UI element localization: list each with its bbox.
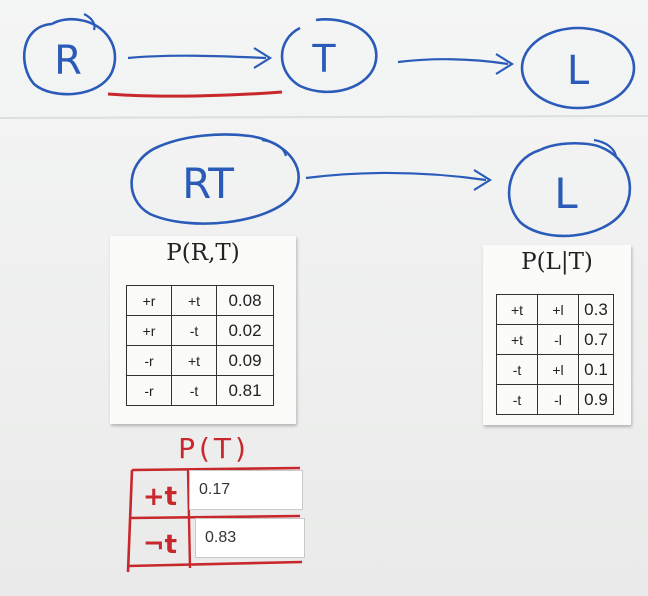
node-rt: RT bbox=[130, 133, 300, 225]
node-l-merged: L bbox=[507, 138, 632, 238]
table-row: +r +t 0.08 bbox=[126, 285, 274, 316]
table-t-drawing: P(T) +t ¬t bbox=[126, 432, 303, 573]
table-row: -t +l 0.1 bbox=[496, 354, 614, 385]
red-underline bbox=[107, 90, 283, 98]
table-cell: +t bbox=[171, 285, 217, 316]
node-t-label: T bbox=[311, 37, 336, 81]
table-cell: 0.9 bbox=[578, 384, 614, 415]
p-not-t-input[interactable] bbox=[195, 518, 305, 558]
node-rt-label: RT bbox=[182, 159, 234, 208]
table-row: -r -t 0.81 bbox=[126, 375, 274, 406]
table-row: +r -t 0.02 bbox=[126, 315, 274, 346]
table-row: +t +l 0.3 bbox=[496, 294, 614, 325]
table-cell: 0.7 bbox=[578, 324, 614, 355]
table-lt-title: P(L|T) bbox=[521, 249, 593, 275]
edge-r-t bbox=[127, 47, 273, 69]
table-cell: 0.09 bbox=[216, 345, 274, 376]
table-cell: +t bbox=[496, 324, 538, 355]
table-cell: +t bbox=[171, 345, 217, 376]
table-cell: -t bbox=[171, 375, 217, 406]
table-cell: -l bbox=[537, 324, 579, 355]
table-cell: 0.3 bbox=[578, 294, 614, 325]
p-plus-t-input[interactable] bbox=[189, 470, 303, 510]
table-row: -r +t 0.09 bbox=[126, 345, 274, 376]
table-cell: +r bbox=[126, 285, 172, 316]
table-rt-card: P(R,T) +r +t 0.08 +r -t 0.02 -r +t 0.09 … bbox=[110, 236, 296, 424]
edge-rt-l bbox=[305, 169, 493, 191]
node-l-label: L bbox=[567, 48, 590, 94]
table-cell: +l bbox=[537, 294, 579, 325]
table-cell: -t bbox=[496, 384, 538, 415]
node-l-merged-label: L bbox=[554, 169, 578, 218]
table-lt-card: P(L|T) +t +l 0.3 +t -l 0.7 -t +l 0.1 -t … bbox=[483, 245, 631, 425]
row-not-t-label: ¬t bbox=[143, 530, 177, 560]
table-cell: -r bbox=[126, 375, 172, 406]
table-cell: 0.02 bbox=[216, 315, 274, 346]
node-r: R bbox=[22, 13, 117, 96]
node-l: L bbox=[520, 26, 636, 110]
table-cell: -l bbox=[537, 384, 579, 415]
table-cell: -t bbox=[171, 315, 217, 346]
board-seam bbox=[0, 115, 648, 119]
node-t: T bbox=[280, 18, 378, 94]
table-cell: +l bbox=[537, 354, 579, 385]
table-lt: +t +l 0.3 +t -l 0.7 -t +l 0.1 -t -l 0.9 bbox=[496, 294, 614, 415]
table-cell: -r bbox=[126, 345, 172, 376]
table-row: +t -l 0.7 bbox=[496, 324, 614, 355]
table-rt: +r +t 0.08 +r -t 0.02 -r +t 0.09 -r -t 0… bbox=[126, 285, 274, 406]
table-cell: +r bbox=[126, 315, 172, 346]
table-row: -t -l 0.9 bbox=[496, 384, 614, 415]
table-t-title: P(T) bbox=[178, 432, 250, 465]
table-cell: 0.1 bbox=[578, 354, 614, 385]
row-plus-t-label: +t bbox=[143, 482, 177, 512]
node-r-label: R bbox=[54, 38, 82, 84]
table-rt-title: P(R,T) bbox=[166, 240, 240, 266]
table-cell: +t bbox=[496, 294, 538, 325]
table-cell: 0.81 bbox=[216, 375, 274, 406]
edge-t-l bbox=[397, 53, 515, 75]
table-cell: 0.08 bbox=[216, 285, 274, 316]
table-cell: -t bbox=[496, 354, 538, 385]
